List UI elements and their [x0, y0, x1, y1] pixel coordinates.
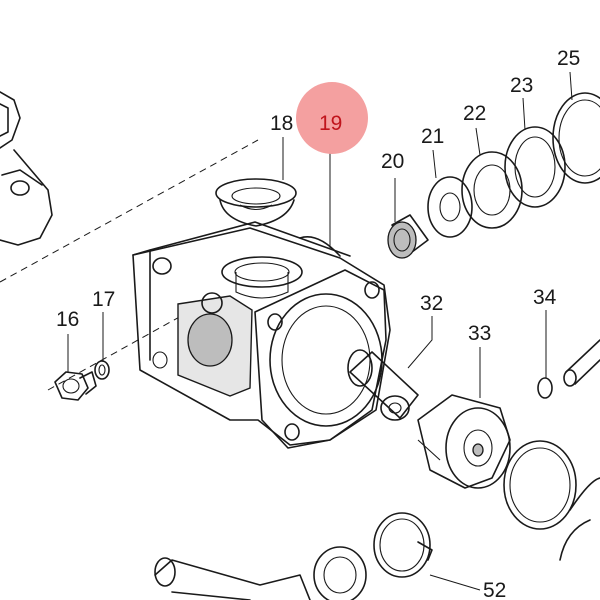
part-52-hose-clamp — [373, 512, 433, 578]
callout-25: 25 — [557, 47, 580, 70]
callout-23: 23 — [510, 74, 533, 97]
part-21-washer — [427, 176, 473, 238]
part-tube-bottom — [154, 557, 311, 600]
part-25-retaining-ring — [552, 92, 600, 184]
callout-33: 33 — [468, 322, 491, 345]
callout-32: 32 — [420, 292, 443, 315]
callout-21: 21 — [421, 125, 444, 148]
callout-19: 19 — [319, 112, 342, 135]
part-32-link-arm — [347, 349, 419, 421]
part-fitting-bottom — [313, 546, 367, 600]
part-22-ring — [461, 151, 523, 229]
part-bracket-partial — [0, 91, 53, 246]
part-seal-ring-partial — [503, 440, 577, 530]
part-pin-partial — [563, 339, 600, 387]
callout-34: 34 — [533, 286, 557, 309]
callout-17: 17 — [92, 288, 115, 311]
callout-22: 22 — [463, 102, 486, 125]
callout-52: 52 — [483, 579, 506, 600]
highlight-marker-19 — [296, 82, 368, 154]
part-18-valve-cap — [215, 178, 297, 227]
part-33-piston — [417, 394, 511, 489]
part-16-drain-plug — [54, 371, 97, 401]
callout-labels: 16 17 18 19 20 21 22 23 25 32 33 34 52 — [56, 47, 580, 600]
leader-lines — [67, 71, 573, 591]
callout-18: 18 — [270, 112, 293, 135]
callout-20: 20 — [381, 150, 404, 173]
part-cylinder-partial — [559, 477, 600, 561]
part-23-ring — [504, 126, 566, 208]
callout-16: 16 — [56, 308, 79, 331]
assembly-axis-lines — [0, 139, 259, 391]
part-34-clip — [537, 377, 553, 399]
part-19-gear-housing — [132, 221, 391, 449]
part-20-bushing — [387, 214, 429, 259]
part-17-washer — [94, 360, 110, 380]
